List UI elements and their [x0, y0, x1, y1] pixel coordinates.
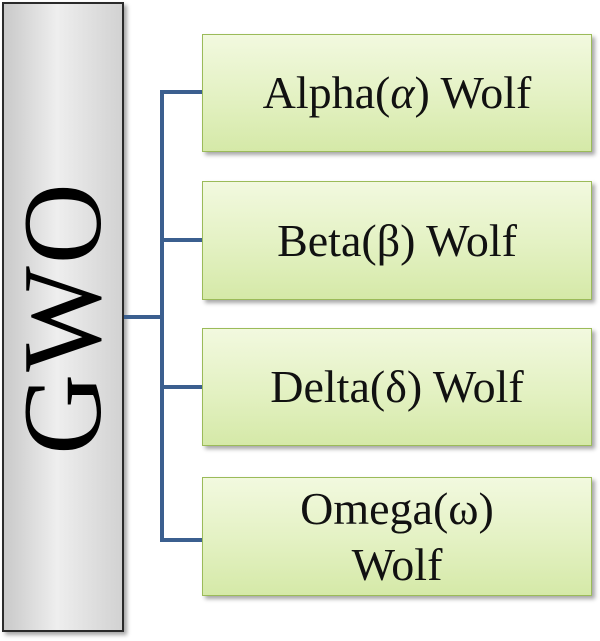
label-suffix: ) Wolf [400, 214, 517, 266]
branch-line-omega [160, 538, 202, 542]
greek-symbol: β [376, 214, 401, 266]
label-suffix: ) [478, 483, 494, 535]
child-node-beta: Beta(β) Wolf [202, 181, 592, 300]
child-node-label: Omega(ω) Wolf [203, 481, 591, 591]
greek-symbol: α [390, 67, 415, 119]
root-connector-line [124, 315, 162, 319]
label-prefix: Delta( [270, 361, 386, 413]
branch-line-alpha [160, 90, 202, 94]
vertical-trunk-line [160, 90, 164, 542]
child-node-delta: Delta(δ) Wolf [202, 328, 592, 446]
label-prefix: Omega( [300, 483, 449, 535]
child-node-label: Delta(δ) Wolf [203, 359, 591, 414]
label-prefix: Beta( [277, 214, 377, 266]
child-node-omega: Omega(ω) Wolf [202, 477, 592, 596]
root-node-label: GWO [1, 181, 125, 455]
root-node [2, 2, 124, 632]
label-line-2: Wolf [351, 538, 443, 590]
greek-symbol: δ [385, 361, 407, 413]
label-line-1: Omega(ω) [213, 481, 581, 536]
label-prefix: Alpha( [262, 67, 391, 119]
branch-line-delta [160, 385, 202, 389]
label-suffix: ) Wolf [414, 67, 532, 119]
child-node-alpha: Alpha(α) Wolf [202, 34, 592, 152]
label-suffix: ) Wolf [406, 361, 524, 413]
greek-symbol: ω [448, 483, 479, 535]
child-node-label: Beta(β) Wolf [203, 213, 591, 268]
child-node-label: Alpha(α) Wolf [203, 65, 591, 120]
branch-line-beta [160, 238, 202, 242]
